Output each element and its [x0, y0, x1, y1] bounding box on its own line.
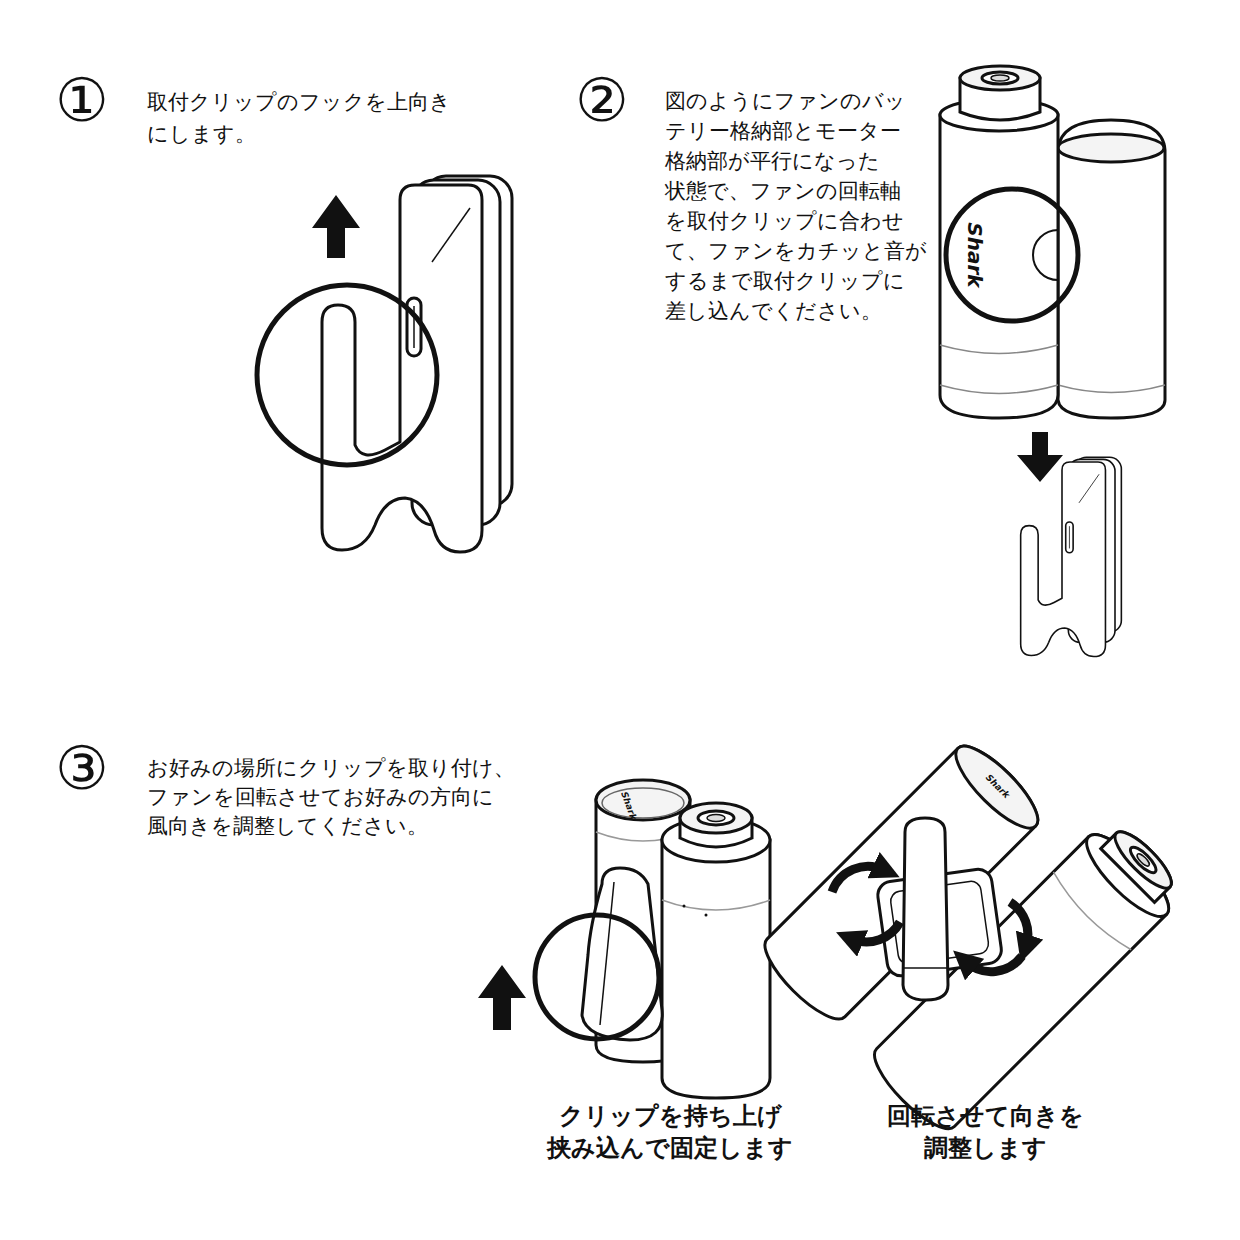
step3-figure-rotate — [754, 703, 1190, 1139]
brand-logo: Shark — [964, 222, 986, 287]
step-number: ① — [55, 67, 109, 133]
step1-figure — [257, 176, 512, 552]
instruction-text: 図のようにファンのバッ テリー格納部とモーター 格納部が平行になった 状態で、フ… — [665, 86, 927, 326]
instruction-text: 取付クリップのフックを上向き にします。 — [147, 86, 477, 150]
step2-figure — [940, 66, 1165, 657]
step-number: ③ — [55, 735, 109, 801]
caption-text: クリップを持ち上げ 挟み込んで固定します — [520, 1100, 820, 1164]
instruction-text: お好みの場所にクリップを取り付け、 ファンを回転させてお好みの方向に 風向きを調… — [147, 754, 519, 841]
caption-text: 回転させて向きを 調整します — [855, 1100, 1115, 1164]
step-number: ② — [575, 67, 629, 133]
step3-figure-attach — [478, 780, 770, 1098]
